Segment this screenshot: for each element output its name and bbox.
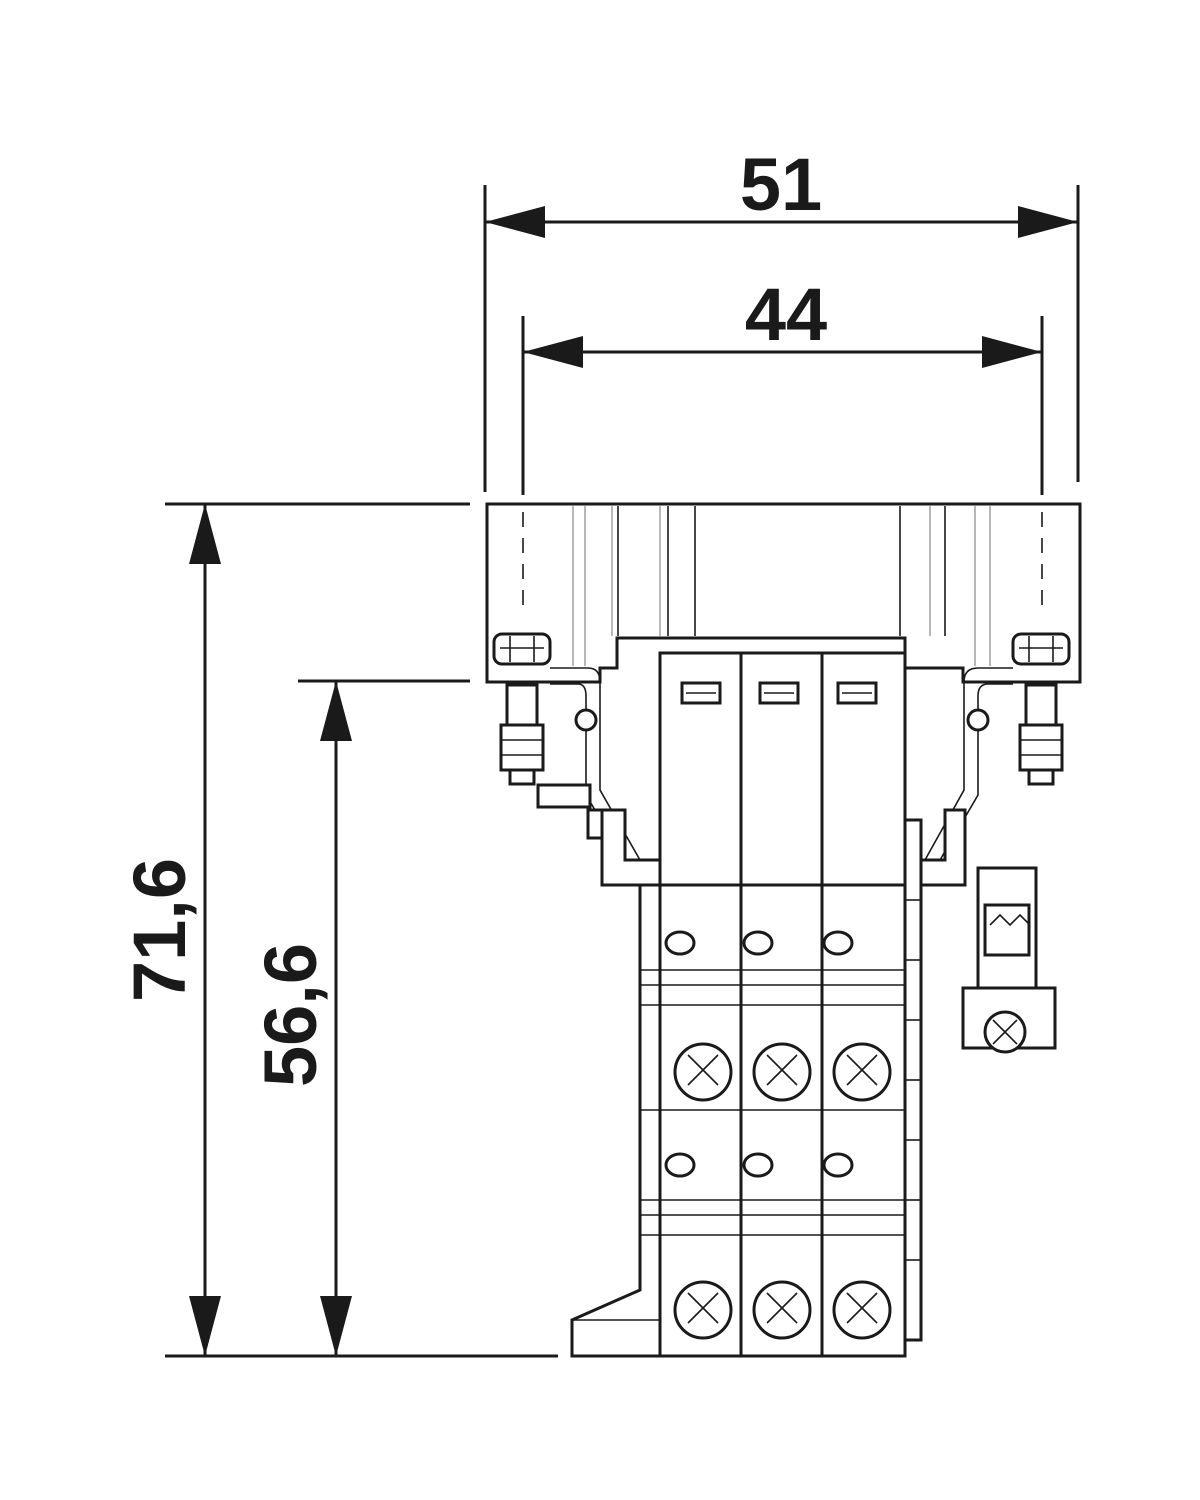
side-clip-strip	[903, 818, 923, 1342]
earth-clamp	[961, 866, 1057, 1054]
mounting-screw-right	[1011, 632, 1071, 786]
terminal-dividers	[572, 885, 905, 1356]
screw-terminals-lower	[673, 1280, 892, 1340]
label-lower-height: 56,6	[249, 943, 332, 1087]
screw-terminals-upper	[673, 1042, 892, 1102]
centerline-marks	[522, 512, 1043, 605]
label-inner-width: 44	[745, 273, 827, 356]
wire-entries-upper	[664, 930, 854, 956]
mounting-screw-left	[492, 632, 552, 786]
dimension-overall-width: 51	[483, 143, 1080, 492]
housing-ribs	[572, 506, 991, 666]
terminal-head	[658, 651, 907, 887]
arrowhead-top-56-6	[320, 681, 352, 741]
wire-entries-lower	[664, 1152, 854, 1178]
arrowhead-bottom-56-6	[320, 1296, 352, 1356]
arrowhead-top-71-6	[189, 504, 221, 564]
bracket-left	[536, 667, 641, 861]
label-overall-width: 51	[740, 143, 822, 226]
dimension-lower-height: 56,6	[249, 679, 470, 1356]
arrowhead-left-44	[523, 336, 583, 368]
connector-insert-drawing	[485, 502, 1082, 1358]
arrowhead-bottom-71-6	[189, 1296, 221, 1356]
dimension-overall-height: 71,6	[118, 502, 558, 1358]
arrowhead-right-44	[982, 336, 1042, 368]
arrowhead-right-51	[1018, 206, 1078, 238]
dimension-inner-width: 44	[521, 273, 1044, 495]
arrowhead-left-51	[485, 206, 545, 238]
label-overall-height: 71,6	[118, 858, 201, 1002]
bracket-right	[924, 667, 1013, 861]
